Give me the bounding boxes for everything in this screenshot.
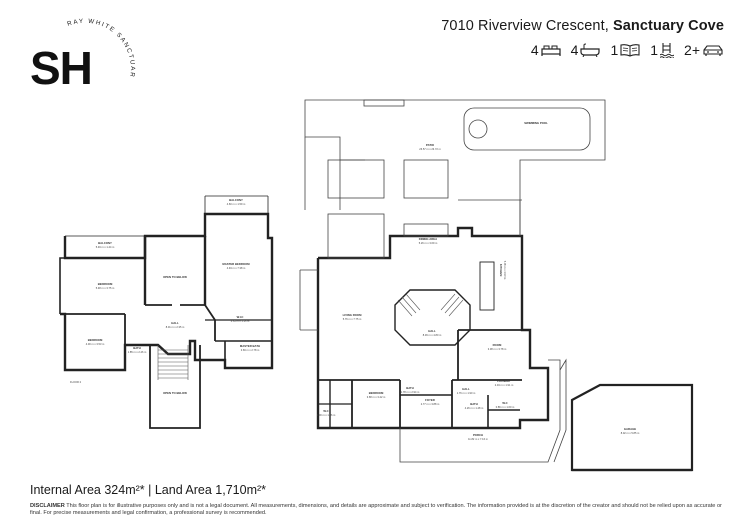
room-dims: 5.06 m x 3.90 m (503, 261, 507, 280)
room-label: BATH (133, 346, 141, 350)
room-dims: 4.60 m x 1.59 m (227, 202, 246, 206)
room-dims: 5.26 m x 3.69 m (419, 241, 438, 245)
room-label: MASTER BEDROOM (222, 262, 250, 266)
room-label: PATIO (426, 143, 435, 147)
room-label: BEDROOM (88, 338, 103, 342)
feature-parking: 2+ (684, 42, 724, 58)
property-features: 4 4 1 1 (531, 42, 724, 58)
feature-study: 1 (610, 42, 640, 58)
room-dims: 1.78 m x 2.94 m (401, 390, 420, 394)
study-count: 1 (610, 42, 619, 58)
area-summary: Internal Area 324m²* | Land Area 1,710m²… (30, 483, 267, 497)
bedrooms-count: 4 (530, 42, 539, 58)
room-label: PORCH (473, 433, 483, 437)
property-address: 7010 Riverview Crescent, Sanctuary Cove (441, 18, 724, 34)
room-label: LAUNDRY (497, 379, 511, 383)
room-label: HALL (462, 387, 470, 391)
ground-floor-labels: PATIO 26.57 m x 23.72 m SWIMMING POOL DI… (317, 121, 640, 441)
logo-graphic: RAY WHITE SANCTUARY COVE SH (25, 9, 135, 94)
bath-icon (580, 43, 601, 57)
room-dims: 11.82 m x 7.16 m (468, 437, 488, 441)
room-dims: 2.77 m x 3.88 m (421, 402, 440, 406)
room-label: GARAGE (624, 427, 636, 431)
room-label: LIVING ROOM (343, 313, 362, 317)
room-label: SWIMMING POOL (524, 121, 548, 125)
bed-icon (541, 45, 561, 56)
room-dims: 5.48 m x 3.75 m (96, 286, 115, 290)
room-label: HALL (428, 329, 436, 333)
room-label: BALCONY (229, 198, 243, 202)
room-dims: 8.39 m x 4.80 m (423, 333, 442, 337)
room-label: BALCONY (98, 241, 112, 245)
room-dims: 26.57 m x 23.72 m (419, 147, 440, 151)
room-label: BATH (406, 386, 414, 390)
room-label: DINING AREA (419, 237, 437, 241)
upper-floor-labels: BALCONY 5.49 m x 1.44 m BALCONY 4.60 m x… (70, 198, 260, 395)
room-label: BEDROOM (369, 391, 384, 395)
room-dims: 3.38 m x 3.78 m (488, 347, 507, 351)
feature-bedrooms: 4 (531, 42, 561, 58)
address-street: 7010 Riverview Crescent, (441, 18, 609, 34)
study-book-icon (620, 44, 640, 57)
room-label: HALL (171, 321, 179, 325)
room-label: OPEN TO BELOW (163, 275, 187, 279)
car-icon (703, 45, 723, 56)
room-dims: 3.69 m x 2.78 m (241, 348, 260, 352)
room-label: BATH (470, 402, 478, 406)
disclaimer-label: DISCLAIMER (30, 503, 65, 509)
room-dims: 0.86 m x 1.60 m (496, 405, 515, 409)
parking-count: 2+ (684, 42, 700, 58)
room-label: BEDROOM (98, 282, 113, 286)
room-dims: 4.26 m x 1.48 m (465, 406, 484, 410)
pool-icon (660, 43, 675, 58)
room-label: ROOM (493, 343, 502, 347)
room-label: W.C (502, 401, 507, 405)
room-label: W.I.C (237, 315, 244, 319)
room-label: KITCHEN (499, 264, 503, 276)
room-dims: 4.53 m x 1.35 m (231, 319, 250, 323)
address-suburb: Sanctuary Cove (613, 18, 724, 34)
room-label: OPEN TO BELOW (163, 391, 187, 395)
room-dims: 5.49 m x 1.44 m (96, 245, 115, 249)
logo-monogram: SH (30, 42, 92, 94)
room-dims: 3.68 m x 3.42 m (367, 395, 386, 399)
disclaimer-text: This floor plan is for illustrative purp… (30, 503, 722, 517)
room-dims: 8.02 m x 5.85 m (621, 431, 640, 435)
pool-count: 1 (650, 42, 659, 58)
room-dims: 1.00 m x 1.96 m (317, 413, 336, 417)
disclaimer: DISCLAIMER This floor plan is for illust… (30, 503, 730, 517)
room-label: FOYER (425, 398, 435, 402)
feature-pool: 1 (650, 42, 675, 58)
room-dims: 1.76 m x 1.90 m (457, 391, 476, 395)
room-dims: 8.01 m x 2.35 m (166, 325, 185, 329)
room-dims: 1.85 m x 2.46 m (128, 350, 147, 354)
room-dims: 2.04 m x 1.91 m (495, 383, 514, 387)
level-label: FLOOR 2 (70, 380, 82, 384)
room-label: MASTER BATH (240, 344, 260, 348)
room-label: W.C (323, 409, 328, 413)
feature-bathrooms: 4 (571, 42, 601, 58)
brand-logo: RAY WHITE SANCTUARY COVE SH (25, 9, 138, 109)
room-dims: 5.76 m x 7.75 m (343, 317, 362, 321)
room-dims: 4.94 m x 7.38 m (227, 266, 246, 270)
room-dims: 4.00 m x 3.53 m (86, 342, 105, 346)
bathrooms-count: 4 (570, 42, 579, 58)
